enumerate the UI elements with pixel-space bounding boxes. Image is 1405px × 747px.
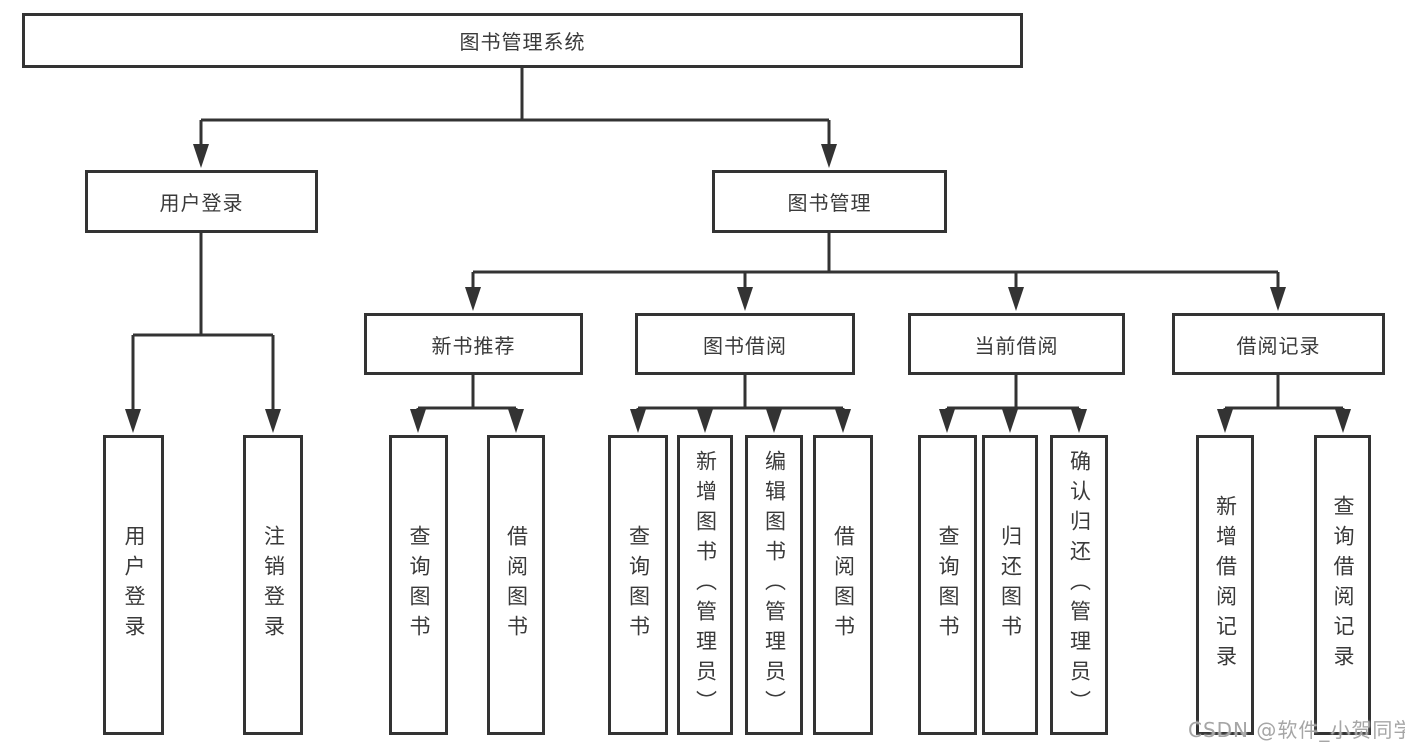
leaf-label: 新增图书（管理员） — [693, 450, 718, 720]
connector-current-branch — [939, 375, 1087, 433]
arrow-down-icon — [265, 409, 281, 433]
arrow-down-icon — [1335, 409, 1351, 433]
arrow-down-icon — [508, 409, 524, 433]
leaf-edit-book-admin: 编辑图书（管理员） — [745, 435, 803, 735]
leaf-query-books-borrow: 查询图书 — [608, 435, 668, 735]
arrow-down-icon — [1071, 409, 1087, 433]
leaf-logout: 注销登录 — [243, 435, 303, 735]
leaf-label: 查询图书 — [936, 525, 960, 645]
leaf-label: 确认归还（管理员） — [1067, 450, 1092, 720]
leaf-borrow-books: 借阅图书 — [813, 435, 873, 735]
node-label: 借阅记录 — [1236, 333, 1321, 358]
arrow-down-icon — [1270, 287, 1286, 311]
leaf-label: 查询图书 — [626, 525, 651, 645]
arrow-down-icon — [1008, 287, 1024, 311]
connector-record-branch — [1217, 375, 1351, 433]
connector-user-login-branch — [125, 233, 281, 433]
arrow-down-icon — [835, 409, 851, 433]
leaf-label: 用户登录 — [122, 525, 146, 645]
leaf-query-books-current: 查询图书 — [918, 435, 977, 735]
leaf-query-borrow-record: 查询借阅记录 — [1314, 435, 1371, 735]
node-root-system: 图书管理系统 — [22, 13, 1023, 68]
leaf-return-books: 归还图书 — [982, 435, 1038, 735]
arrow-down-icon — [1002, 409, 1018, 433]
leaf-borrow-books-recommend: 借阅图书 — [487, 435, 545, 735]
connector-borrow-branch — [630, 375, 851, 433]
leaf-label: 注销登录 — [261, 525, 286, 645]
arrow-down-icon — [939, 409, 955, 433]
leaf-label: 借阅图书 — [831, 525, 856, 645]
node-label: 当前借阅 — [974, 333, 1059, 358]
node-book-borrow: 图书借阅 — [635, 313, 855, 375]
leaf-label: 编辑图书（管理员） — [762, 450, 787, 720]
arrow-down-icon — [193, 144, 209, 168]
node-label: 图书管理系统 — [459, 30, 586, 54]
arrow-down-icon — [821, 144, 837, 168]
connector-book-mgmt-branch — [465, 233, 1286, 311]
leaf-label: 查询借阅记录 — [1331, 495, 1355, 675]
node-label: 用户登录 — [159, 191, 244, 215]
node-user-login: 用户登录 — [85, 170, 318, 233]
connector-root-to-level2 — [193, 68, 837, 168]
leaf-label: 新增借阅记录 — [1213, 495, 1238, 675]
node-label: 新书推荐 — [431, 333, 516, 358]
arrow-down-icon — [125, 409, 141, 433]
node-label: 图书借阅 — [703, 333, 787, 358]
leaf-add-book-admin: 新增图书（管理员） — [677, 435, 733, 735]
leaf-label: 借阅图书 — [504, 525, 529, 645]
arrow-down-icon — [766, 409, 782, 433]
node-new-book-recommend: 新书推荐 — [364, 313, 583, 375]
leaf-add-borrow-record: 新增借阅记录 — [1196, 435, 1254, 735]
arrow-down-icon — [1217, 409, 1233, 433]
node-current-borrow: 当前借阅 — [908, 313, 1125, 375]
arrow-down-icon — [737, 287, 753, 311]
leaf-confirm-return-admin: 确认归还（管理员） — [1050, 435, 1108, 735]
arrow-down-icon — [630, 409, 646, 433]
arrow-down-icon — [410, 409, 426, 433]
csdn-watermark: CSDN @软件_小贺同学 — [1188, 718, 1405, 742]
node-borrow-record: 借阅记录 — [1172, 313, 1385, 375]
leaf-label: 查询图书 — [407, 525, 431, 645]
arrow-down-icon — [697, 409, 713, 433]
connector-new-book-branch — [410, 375, 524, 433]
node-book-management: 图书管理 — [712, 170, 947, 233]
leaf-label: 归还图书 — [998, 525, 1023, 645]
arrow-down-icon — [465, 287, 481, 311]
leaf-user-login: 用户登录 — [103, 435, 164, 735]
node-label: 图书管理 — [787, 191, 872, 215]
leaf-query-books-recommend: 查询图书 — [389, 435, 448, 735]
